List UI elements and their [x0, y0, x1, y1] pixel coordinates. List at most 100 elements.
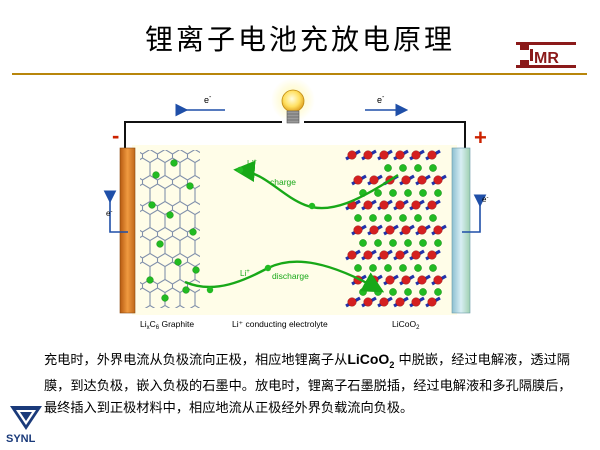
oxygen-atom — [347, 250, 357, 260]
li-ion — [389, 288, 397, 296]
li-ion — [404, 239, 412, 247]
charge-ion — [236, 166, 244, 174]
li-ion — [429, 264, 437, 272]
oxygen-atom — [353, 175, 363, 185]
li-ion — [384, 164, 392, 172]
oxygen-atom — [369, 275, 379, 285]
imr-logo: MR — [516, 42, 576, 68]
charge-label: charge — [270, 177, 296, 187]
oxygen-atom — [427, 297, 437, 307]
cathode-label: LiCoO2 — [392, 319, 420, 331]
oxygen-atom — [417, 275, 427, 285]
li-ion — [384, 214, 392, 222]
electron-label-top-right: e- — [377, 94, 385, 105]
oxygen-atom — [369, 175, 379, 185]
oxygen-atom — [379, 297, 389, 307]
svg-text:e-: e- — [204, 94, 212, 105]
charge-ion-label: Li+ — [247, 159, 257, 168]
oxygen-atom — [395, 200, 405, 210]
li-ion — [414, 264, 422, 272]
oxygen-atom — [411, 200, 421, 210]
anode-electron-label: e- — [106, 209, 112, 218]
li-ion — [419, 239, 427, 247]
li-ion — [374, 189, 382, 197]
discharge-label: discharge — [272, 271, 309, 281]
external-wire — [124, 121, 466, 148]
li-ion — [414, 164, 422, 172]
oxygen-atom — [411, 250, 421, 260]
oxygen-atom — [401, 275, 411, 285]
oxygen-atom — [379, 250, 389, 260]
licoo2-cathode — [345, 149, 447, 308]
oxygen-atom — [417, 225, 427, 235]
description-part2: 中脱嵌，经过电解液，透过隔膜，到达负极，嵌入负极的石墨中。放电时，锂离子石墨脱插… — [44, 353, 572, 416]
light-bulb-icon — [271, 78, 315, 124]
li-ion — [404, 288, 412, 296]
li-ion — [354, 264, 362, 272]
oxygen-atom — [433, 275, 443, 285]
oxygen-atom — [379, 150, 389, 160]
oxygen-atom — [417, 175, 427, 185]
svg-text:e-: e- — [377, 94, 385, 105]
li-ion — [384, 264, 392, 272]
negative-terminal-sign: - — [112, 123, 119, 148]
oxygen-atom — [353, 225, 363, 235]
li-ion — [434, 189, 442, 197]
oxygen-atom — [363, 200, 373, 210]
page-title: 锂离子电池充放电原理 — [144, 23, 455, 56]
oxygen-atom — [395, 250, 405, 260]
discharge-ion — [206, 286, 214, 294]
cathode-electron-label: e- — [482, 195, 488, 204]
cathode-collector — [451, 147, 471, 314]
discharge-ion — [264, 264, 272, 272]
li-ion — [389, 189, 397, 197]
battery-diagram: e- e- - + Li+ charge Li+ discharge e- e-… — [103, 78, 488, 331]
oxygen-atom — [395, 150, 405, 160]
li-ion — [359, 288, 367, 296]
li-ion — [389, 239, 397, 247]
li-ion — [429, 214, 437, 222]
li-ion — [434, 288, 442, 296]
oxygen-atom — [363, 250, 373, 260]
synl-logo-text: SYNL — [6, 433, 36, 445]
li-ion — [399, 164, 407, 172]
anode-electron-arrow — [103, 190, 128, 233]
oxygen-atom — [347, 150, 357, 160]
synl-logo-icon — [10, 406, 42, 430]
charge-path — [233, 160, 399, 210]
oxygen-atom — [379, 200, 389, 210]
charge-ion — [308, 202, 316, 210]
description-part1: 充电时，外界电流从负极流向正极，相应地锂离子从 — [44, 353, 348, 368]
li-ion — [419, 189, 427, 197]
oxygen-atom — [363, 297, 373, 307]
oxygen-atom — [427, 250, 437, 260]
oxygen-atom — [411, 297, 421, 307]
oxygen-atom — [369, 225, 379, 235]
li-ion — [369, 214, 377, 222]
li-ion — [354, 214, 362, 222]
oxygen-atom — [433, 175, 443, 185]
formula: LiCoO2 — [347, 351, 395, 370]
oxygen-atom — [363, 150, 373, 160]
oxygen-atom — [411, 150, 421, 160]
discharge-ion-label: Li+ — [240, 269, 250, 278]
title-divider — [12, 73, 587, 75]
anode-collector — [119, 147, 136, 314]
positive-terminal-sign: + — [474, 125, 487, 150]
oxygen-atom — [385, 275, 395, 285]
oxygen-atom — [427, 200, 437, 210]
oxygen-atom — [427, 150, 437, 160]
oxygen-atom — [385, 225, 395, 235]
description-text: 充电时，外界电流从负极流向正极，相应地锂离子从LiCoO2 中脱嵌，经过电解液，… — [44, 348, 584, 420]
oxygen-atom — [395, 297, 405, 307]
li-ion — [369, 264, 377, 272]
oxygen-atom — [401, 175, 411, 185]
li-ion — [399, 264, 407, 272]
electrolyte-label: Li⁺ conducting electrolyte — [232, 319, 328, 329]
li-ion — [359, 239, 367, 247]
li-ion — [429, 164, 437, 172]
li-ion — [419, 288, 427, 296]
li-ion — [374, 239, 382, 247]
oxygen-atom — [433, 225, 443, 235]
graphite-li-ions — [146, 159, 200, 302]
